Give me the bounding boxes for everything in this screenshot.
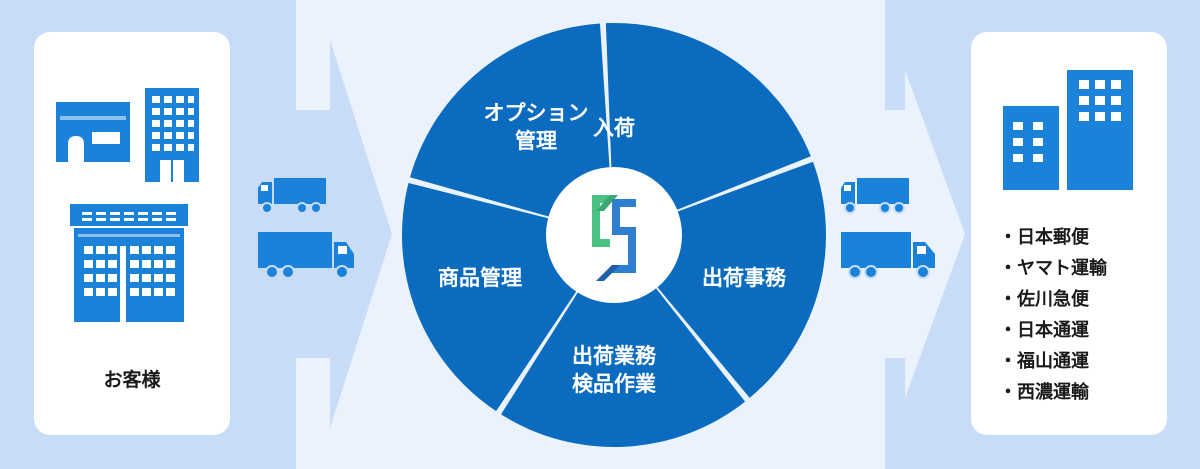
segment-inventory bbox=[410, 23, 614, 235]
segment-shipping-inspection-label: 出荷業務検品作業 bbox=[572, 344, 657, 396]
right-arrow-icon bbox=[885, 70, 965, 398]
building-icon bbox=[1003, 70, 1133, 190]
segment-inventory-label: 商品管理 bbox=[438, 266, 522, 290]
segment-receiving-label: 入荷 bbox=[593, 116, 635, 140]
carrier-item: ・ヤマト運輸 bbox=[999, 258, 1107, 279]
customer-icons bbox=[56, 88, 199, 322]
left-arrow-icon bbox=[296, 40, 392, 428]
carrier-item: ・日本郵便 bbox=[999, 227, 1089, 248]
office-building-icon bbox=[145, 88, 199, 182]
carrier-card: ・日本郵便 ・ヤマト運輸 ・佐川急便 ・日本通運 ・福山通運 ・西濃運輸 bbox=[971, 32, 1167, 435]
carrier-item: ・西濃運輸 bbox=[999, 382, 1089, 403]
carrier-item: ・佐川急便 bbox=[999, 289, 1089, 310]
carrier-item: ・福山通運 bbox=[999, 351, 1089, 372]
carrier-item: ・日本通運 bbox=[999, 320, 1089, 341]
warehouse-icon bbox=[70, 204, 188, 322]
customer-label: お客様 bbox=[103, 369, 161, 391]
customer-card: お客様 bbox=[34, 32, 230, 435]
segment-option-label: オプション管理 bbox=[484, 101, 589, 153]
segment-option bbox=[605, 22, 811, 235]
store-icon bbox=[56, 102, 130, 162]
carrier-list: ・日本郵便 ・ヤマト運輸 ・佐川急便 ・日本通運 ・福山通運 ・西濃運輸 bbox=[999, 222, 1107, 408]
logo-icon bbox=[592, 195, 636, 281]
segment-shipping-office bbox=[501, 235, 746, 448]
segment-shipping-office-label: 出荷事務 bbox=[702, 266, 787, 290]
